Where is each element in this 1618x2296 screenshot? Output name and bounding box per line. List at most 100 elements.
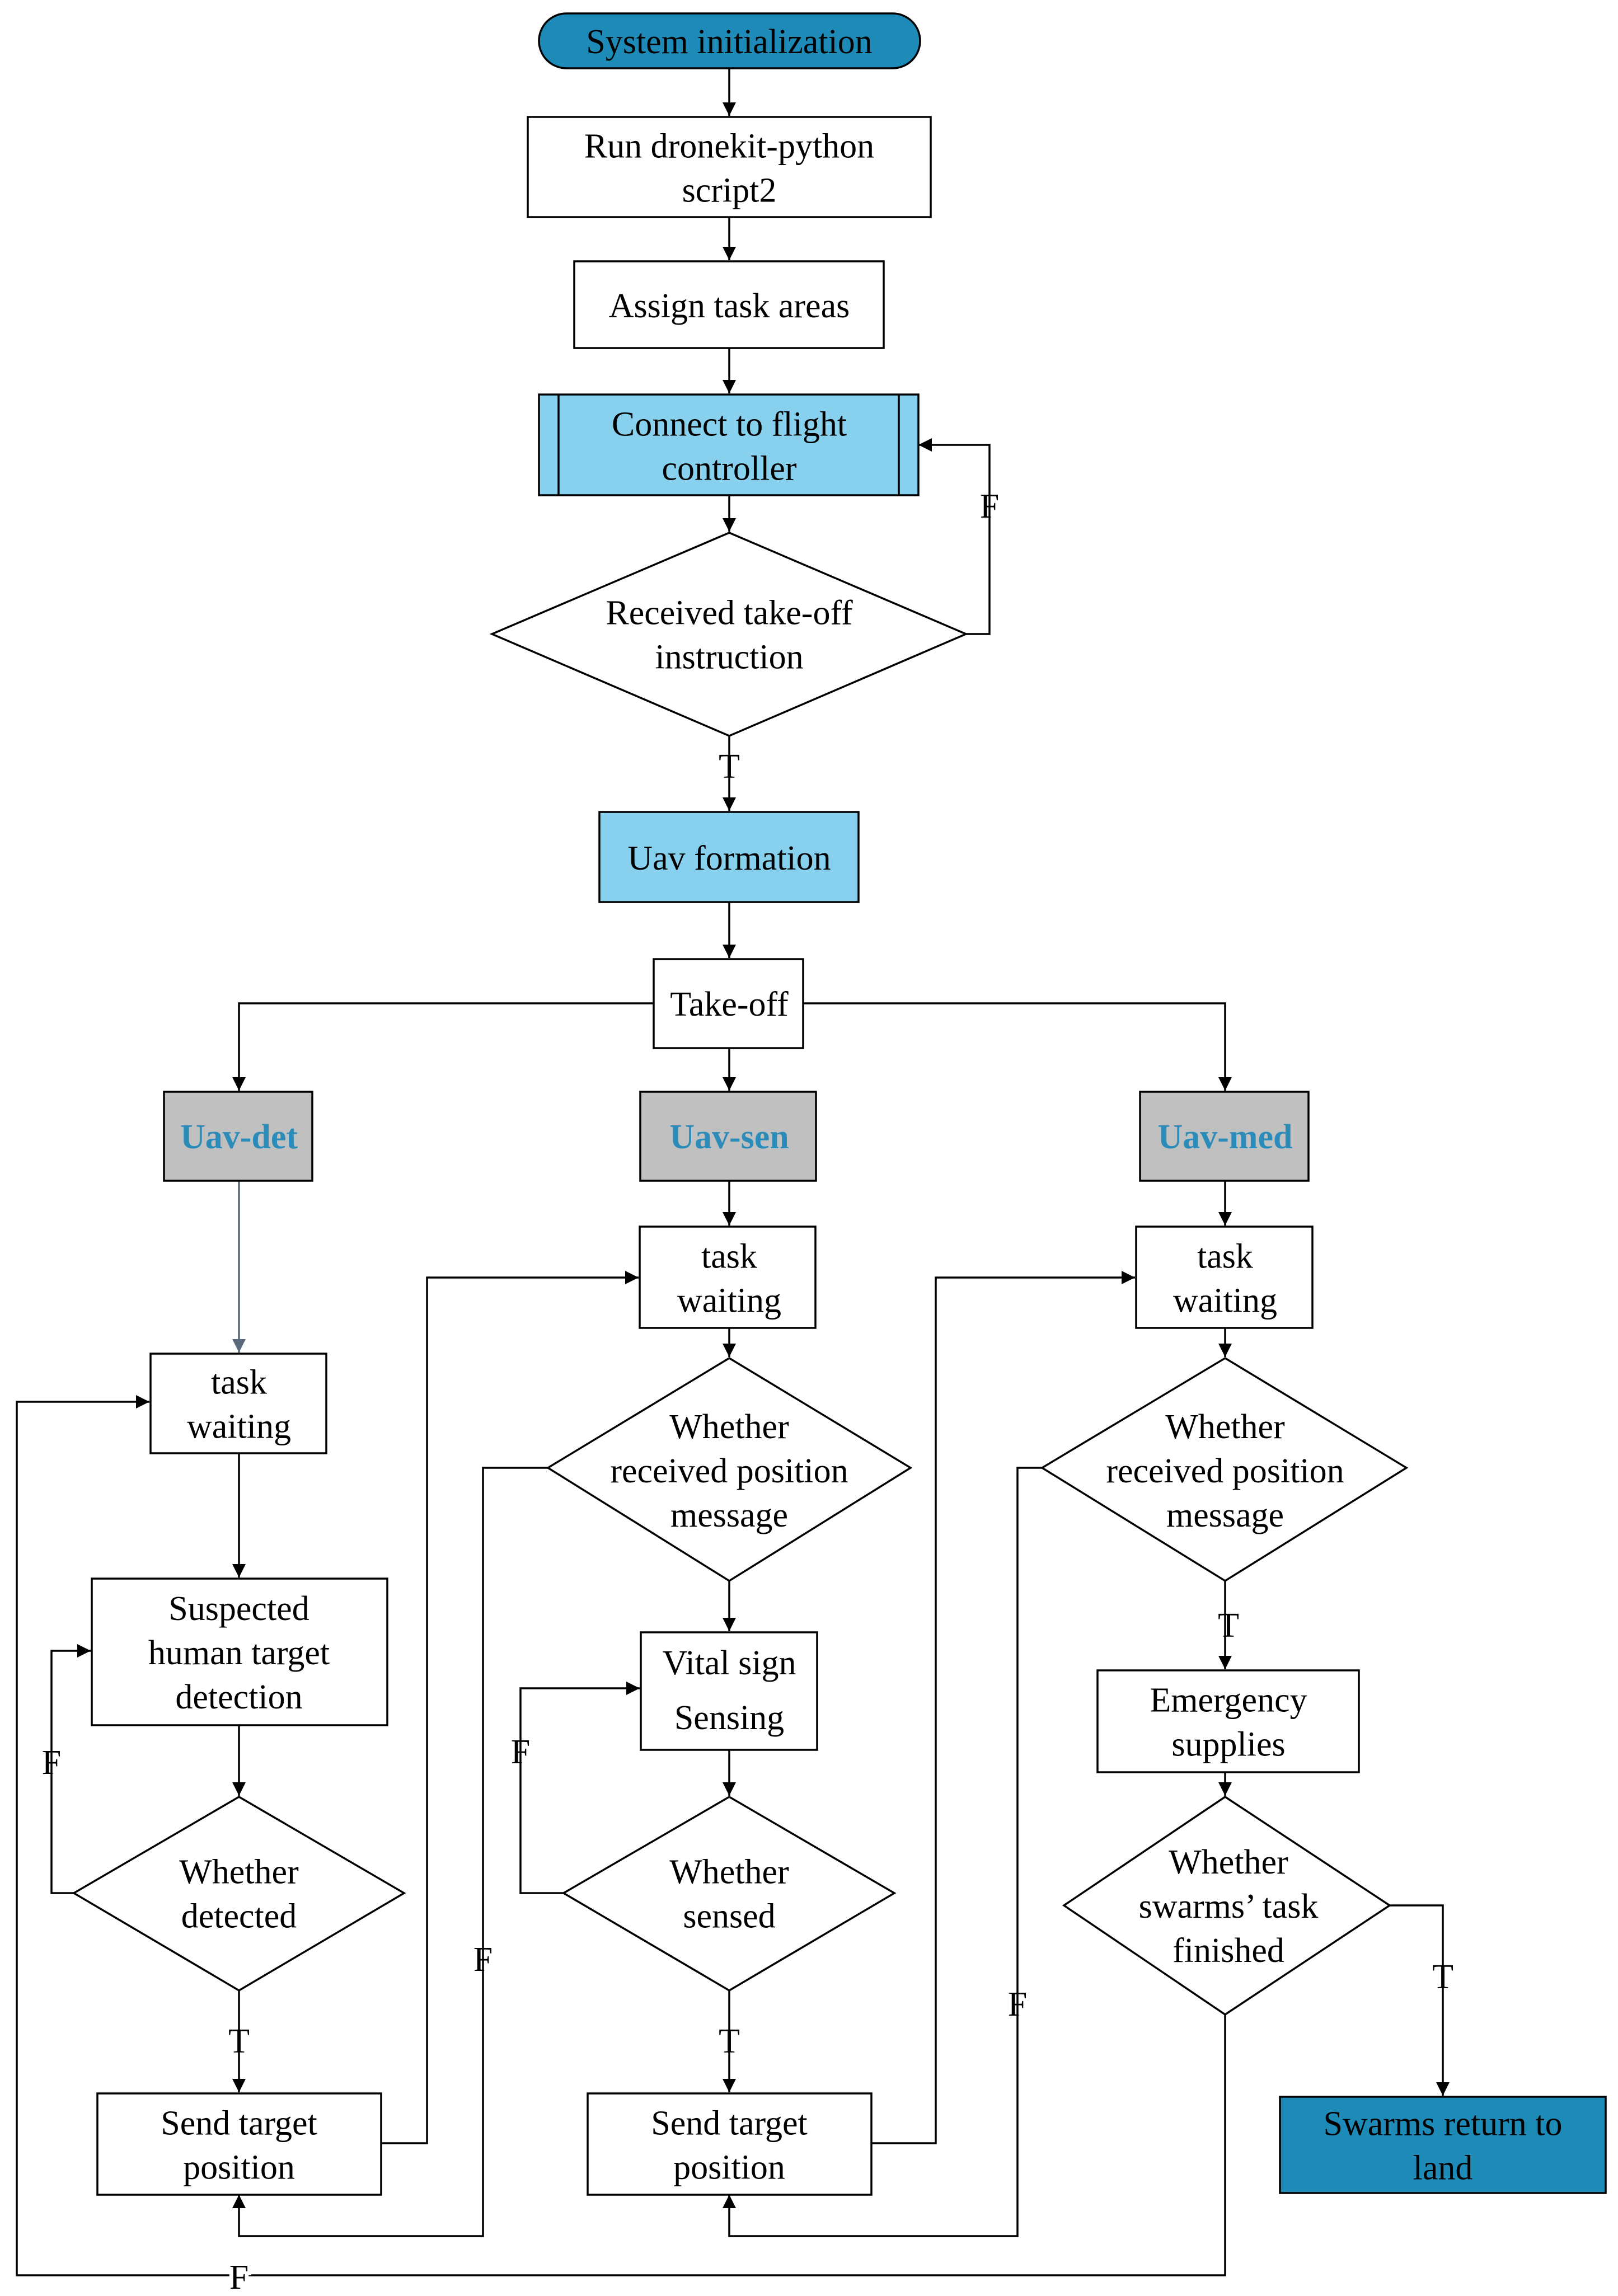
edge-det-false-loop (50, 1644, 91, 1894)
sen-task-waiting-box-shape (639, 1226, 817, 1329)
run-script-box-shape (527, 116, 932, 218)
node-text-line: waiting (677, 1282, 781, 1320)
edge-med-finished-false-to-det-wait (16, 1395, 1226, 2276)
med-received-message-decision-shape (1040, 1356, 1409, 1583)
edge-label-sen-sensed-false: F (511, 1733, 530, 1771)
node-text-line: Uav-det (180, 1118, 298, 1156)
node-text-line: Received take-off (606, 594, 853, 632)
node-text-line: Assign task areas (609, 287, 850, 325)
assign-box: Assign task areas (573, 260, 885, 349)
node-text-assign: Assign task areas (609, 287, 850, 325)
sen-send-position-box: Send target position (587, 2092, 873, 2196)
node-text-uav-sen: Uav-sen (669, 1118, 789, 1156)
sen-vital-sign-box-shape (640, 1631, 818, 1751)
edge-sen-sensed-false-loop (519, 1682, 640, 1894)
node-text-line: message (670, 1496, 788, 1534)
node-text-line: waiting (1173, 1282, 1277, 1320)
med-emergency-supplies-box-shape (1096, 1669, 1360, 1773)
node-text-line: sensed (683, 1898, 775, 1936)
node-text-line: supplies (1171, 1726, 1285, 1764)
edge-med-msg-false-to-sen-send (723, 1467, 1042, 2237)
med-task-waiting-box: task waiting (1135, 1226, 1314, 1329)
node-text-line: Connect to flight (612, 406, 847, 444)
node-text-line: Uav formation (627, 839, 831, 877)
takeoff-box: Take-off (653, 958, 804, 1049)
node-text-line: human target (148, 1634, 330, 1672)
node-text-line: Uav-sen (669, 1118, 789, 1156)
node-text-line: Run dronekit-python (584, 128, 874, 166)
sen-received-message-decision-shape (546, 1356, 913, 1583)
node-text-line: System initialization (586, 23, 872, 61)
sen-sensed-decision: Whether sensed (561, 1795, 897, 1992)
node-text-line: Whether (669, 1408, 789, 1446)
edge-labels: F T F T F F T T F T F (42, 487, 1453, 2296)
node-text-line: position (673, 2149, 785, 2187)
node-text-line: Vital sign (662, 1644, 796, 1682)
nodes: System initialization Run dronekit-pytho… (72, 12, 1607, 2196)
node-text-line: task (1197, 1238, 1253, 1276)
edge-label-med-msg-true: T (1218, 1607, 1239, 1645)
node-text-line: received position (1106, 1452, 1344, 1490)
edge-label-takeoff-true: T (719, 748, 740, 786)
uav-med-box: Uav-med (1139, 1091, 1310, 1182)
sen-task-waiting-box: task waiting (639, 1226, 817, 1329)
node-text-uav-med: Uav-med (1157, 1118, 1292, 1156)
start-terminal: System initialization (538, 12, 921, 69)
edge-label-med-msg-false: F (1008, 1985, 1027, 2023)
edge-label-takeoff-false: F (980, 487, 999, 525)
node-text-line: Whether (669, 1853, 789, 1891)
sen-send-position-box-shape (587, 2092, 873, 2196)
edge-label-det-false: F (42, 1744, 61, 1782)
edge-sen-msg-false-to-det-send (232, 1467, 548, 2237)
edge-label-sen-msg-false: F (473, 1941, 493, 1979)
uav-med-box-shape (1139, 1091, 1310, 1182)
node-text-takeoff: Take-off (670, 985, 789, 1023)
connect-subprocess-shape (538, 393, 920, 496)
node-text-line: Swarms return to (1323, 2105, 1562, 2143)
node-text-line: Send target (651, 2105, 808, 2143)
edge-takeoff-to-uav-med (803, 1002, 1232, 1091)
node-text-sen-send: Send target position (651, 2105, 808, 2187)
node-text-line: task (211, 1364, 267, 1402)
node-text-line: detected (181, 1898, 297, 1936)
node-text-line: Suspected (168, 1590, 309, 1628)
node-text-sen-wait: task waiting (677, 1238, 781, 1320)
node-text-line: finished (1173, 1932, 1284, 1970)
med-task-finished-decision-shape (1062, 1795, 1392, 2016)
node-text-line: position (183, 2149, 295, 2187)
det-detection-box-shape (91, 1577, 388, 1726)
start-terminal-shape (538, 12, 921, 69)
takeoff-box-shape (653, 958, 804, 1049)
edges (16, 68, 1450, 2276)
node-text-sen-decision-sensed: Whether sensed (669, 1853, 789, 1936)
node-text-line: Take-off (670, 985, 789, 1023)
formation-box: Uav formation (598, 811, 860, 903)
uav-det-box: Uav-det (163, 1091, 313, 1182)
edge-label-med-finished-true: T (1432, 1958, 1453, 1996)
det-send-position-box-shape (96, 2092, 382, 2196)
formation-box-shape (598, 811, 860, 903)
sen-sensed-decision-shape (561, 1795, 897, 1992)
node-text-line: Whether (1165, 1408, 1285, 1446)
node-text-line: task (701, 1238, 757, 1276)
node-text-start: System initialization (586, 23, 872, 61)
edge-sen-send-to-med-wait (871, 1271, 1135, 2144)
